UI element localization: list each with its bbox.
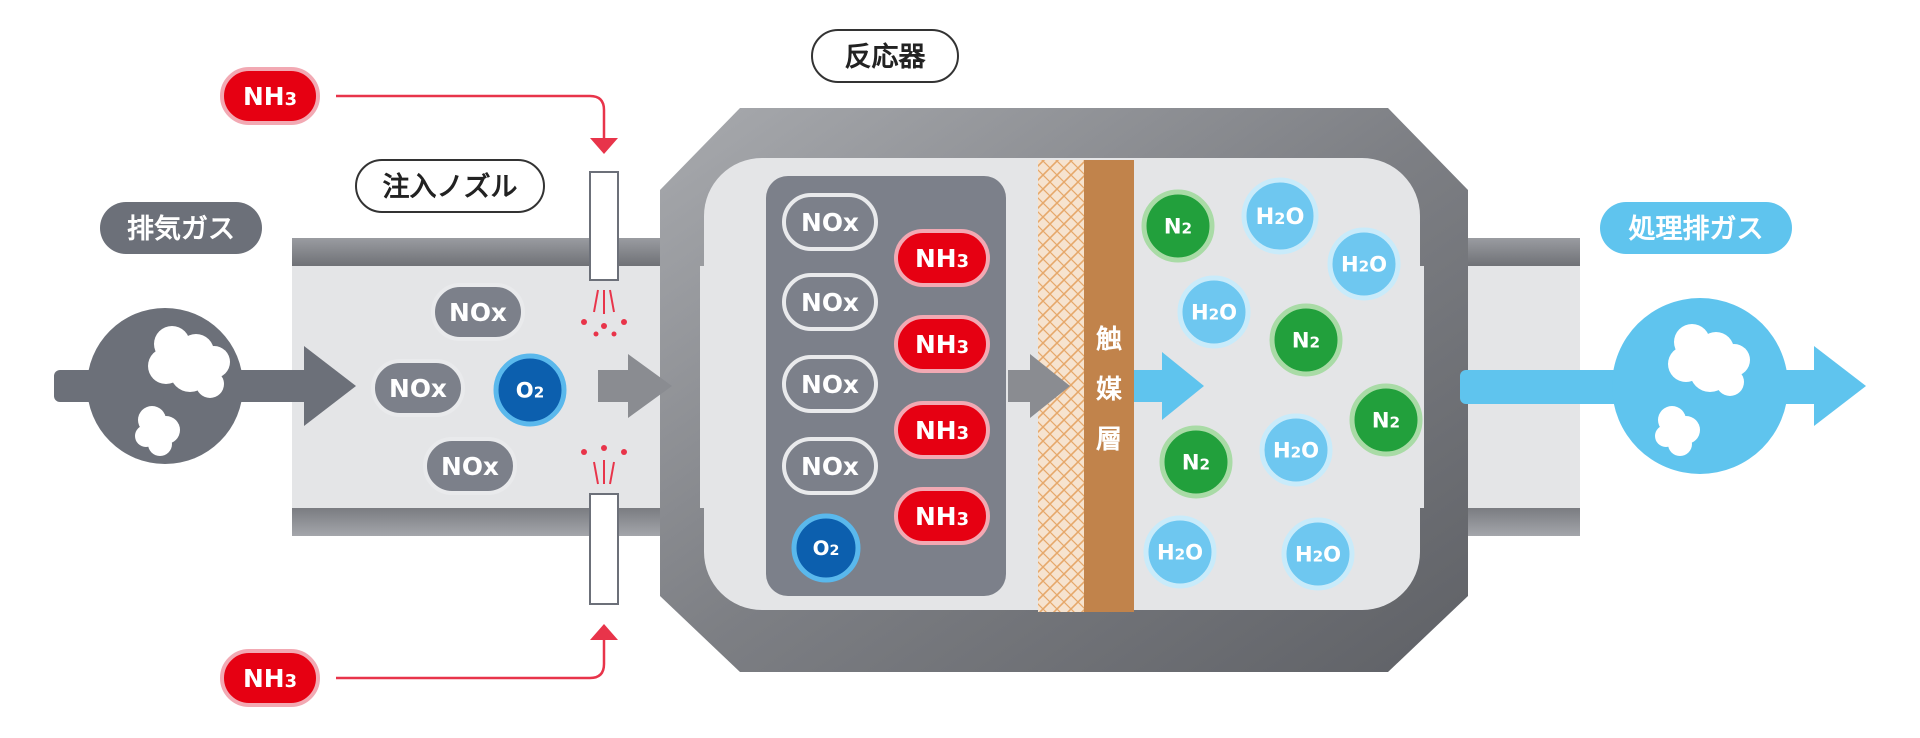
svg-text:H2O: H2O (1191, 300, 1237, 325)
n2-molecule: N2 (1269, 303, 1343, 377)
nox-molecule: NOx (782, 193, 878, 251)
nox-molecule: NOx (782, 355, 878, 413)
nh3-molecule: NH3 (894, 487, 990, 545)
catalyst-label-2: 媒 (1096, 375, 1123, 405)
svg-text:排気ガス: 排気ガス (127, 213, 235, 245)
flow-arrow-icon (1008, 354, 1070, 418)
nox-molecule: NOx (782, 273, 878, 331)
n2-molecule: N2 (1141, 189, 1215, 263)
h2o-molecule: H2O (1327, 227, 1401, 301)
h2o-molecule: H2O (1177, 275, 1251, 349)
svg-text:NH3: NH3 (915, 330, 969, 359)
catalyst-label-1: 触 (1096, 325, 1122, 355)
svg-text:NOx: NOx (389, 374, 447, 403)
svg-text:NH3: NH3 (243, 82, 297, 111)
nh3-feed-line-bottom (336, 640, 606, 680)
nox-molecule: NOx (782, 437, 878, 495)
h2o-molecule: H2O (1259, 413, 1333, 487)
svg-text:処理排ガス: 処理排ガス (1629, 213, 1764, 245)
svg-text:N2: N2 (1182, 450, 1210, 475)
arrow-down-icon (590, 138, 618, 154)
svg-text:NH3: NH3 (243, 664, 297, 693)
reactor-label: 反応器 (811, 29, 959, 83)
svg-text:NOx: NOx (801, 288, 859, 317)
nox-molecule: NOx (431, 283, 525, 341)
spray-icon (581, 289, 627, 485)
treated-exhaust-gas-label: 処理排ガス (1600, 202, 1792, 254)
catalyst-label-3: 層 (1096, 425, 1122, 455)
svg-text:O2: O2 (813, 537, 840, 560)
svg-text:NH3: NH3 (915, 416, 969, 445)
svg-text:N2: N2 (1372, 408, 1400, 433)
svg-text:NOx: NOx (801, 452, 859, 481)
flow-arrow-icon (1134, 352, 1204, 420)
svg-text:NH3: NH3 (915, 244, 969, 273)
n2-molecule: N2 (1159, 425, 1233, 499)
svg-text:反応器: 反応器 (845, 41, 927, 73)
h2o-molecule: H2O (1241, 177, 1319, 255)
h2o-molecule: H2O (1281, 517, 1355, 591)
svg-text:H2O: H2O (1295, 542, 1341, 567)
nh3-molecule: NH3 (894, 315, 990, 373)
svg-text:H2O: H2O (1341, 252, 1387, 277)
nh3-molecule: NH3 (894, 229, 990, 287)
svg-text:NOx: NOx (441, 452, 499, 481)
svg-text:H2O: H2O (1273, 438, 1319, 463)
svg-text:H2O: H2O (1157, 540, 1203, 565)
svg-text:NOx: NOx (801, 208, 859, 237)
nh3-molecule: NH3 (220, 67, 320, 125)
arrow-up-icon (590, 624, 618, 640)
o2-molecule: O2 (493, 353, 567, 427)
exhaust-smoke-icon (54, 308, 356, 464)
h2o-molecule: H2O (1143, 515, 1217, 589)
svg-text:NOx: NOx (801, 370, 859, 399)
treated-gas-icon (1460, 298, 1866, 474)
nh3-molecule: NH3 (894, 401, 990, 459)
nh3-molecule: NH3 (220, 649, 320, 707)
molecule-layer: NH3NH3NOxNOxNOxO2NOxNOxNOxNOxNH3NH3NH3NH… (220, 67, 1423, 707)
injection-nozzle-bottom (589, 493, 619, 605)
svg-text:H2O: H2O (1256, 204, 1305, 230)
svg-text:N2: N2 (1292, 328, 1320, 353)
svg-text:N2: N2 (1164, 214, 1192, 239)
nox-molecule: NOx (371, 359, 465, 417)
nh3-feed-line-top (336, 94, 606, 140)
injection-nozzle-label: 注入ノズル (355, 159, 545, 213)
o2-molecule: O2 (791, 513, 861, 583)
exhaust-gas-label: 排気ガス (100, 202, 262, 254)
svg-text:注入ノズル: 注入ノズル (383, 171, 518, 203)
svg-text:NH3: NH3 (915, 502, 969, 531)
svg-text:NOx: NOx (449, 298, 507, 327)
n2-molecule: N2 (1349, 383, 1423, 457)
svg-text:O2: O2 (516, 378, 544, 403)
flow-arrow-icon (598, 354, 672, 418)
nox-molecule: NOx (423, 437, 517, 495)
injection-nozzle-top (589, 171, 619, 281)
